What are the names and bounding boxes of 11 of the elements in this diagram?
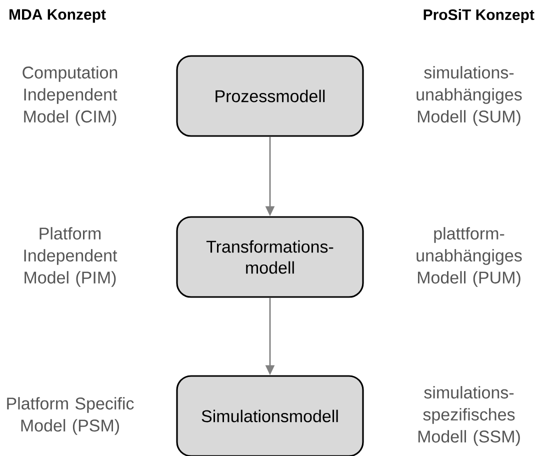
level-label: simulations- unabhängiges Modell (SUM) [416, 66, 522, 126]
column-heading: ProSiT Konzept [424, 9, 534, 23]
process-box: Transformations- modell [176, 216, 364, 298]
column-heading: MDA Konzept [10, 9, 106, 23]
level-label: Computation Independent Model (CIM) [22, 66, 118, 126]
process-box: Simulationsmodell [176, 375, 364, 456]
level-label: Platform Independent Model (PIM) [24, 227, 118, 287]
level-label: simulations- spezifisches Modell (SSM) [418, 386, 520, 446]
process-box: Prozessmodell [176, 55, 364, 137]
level-label: Platform Specific Model (PSM) [7, 397, 134, 435]
level-label: plattform- unabhängiges Modell (PUM) [416, 227, 522, 287]
